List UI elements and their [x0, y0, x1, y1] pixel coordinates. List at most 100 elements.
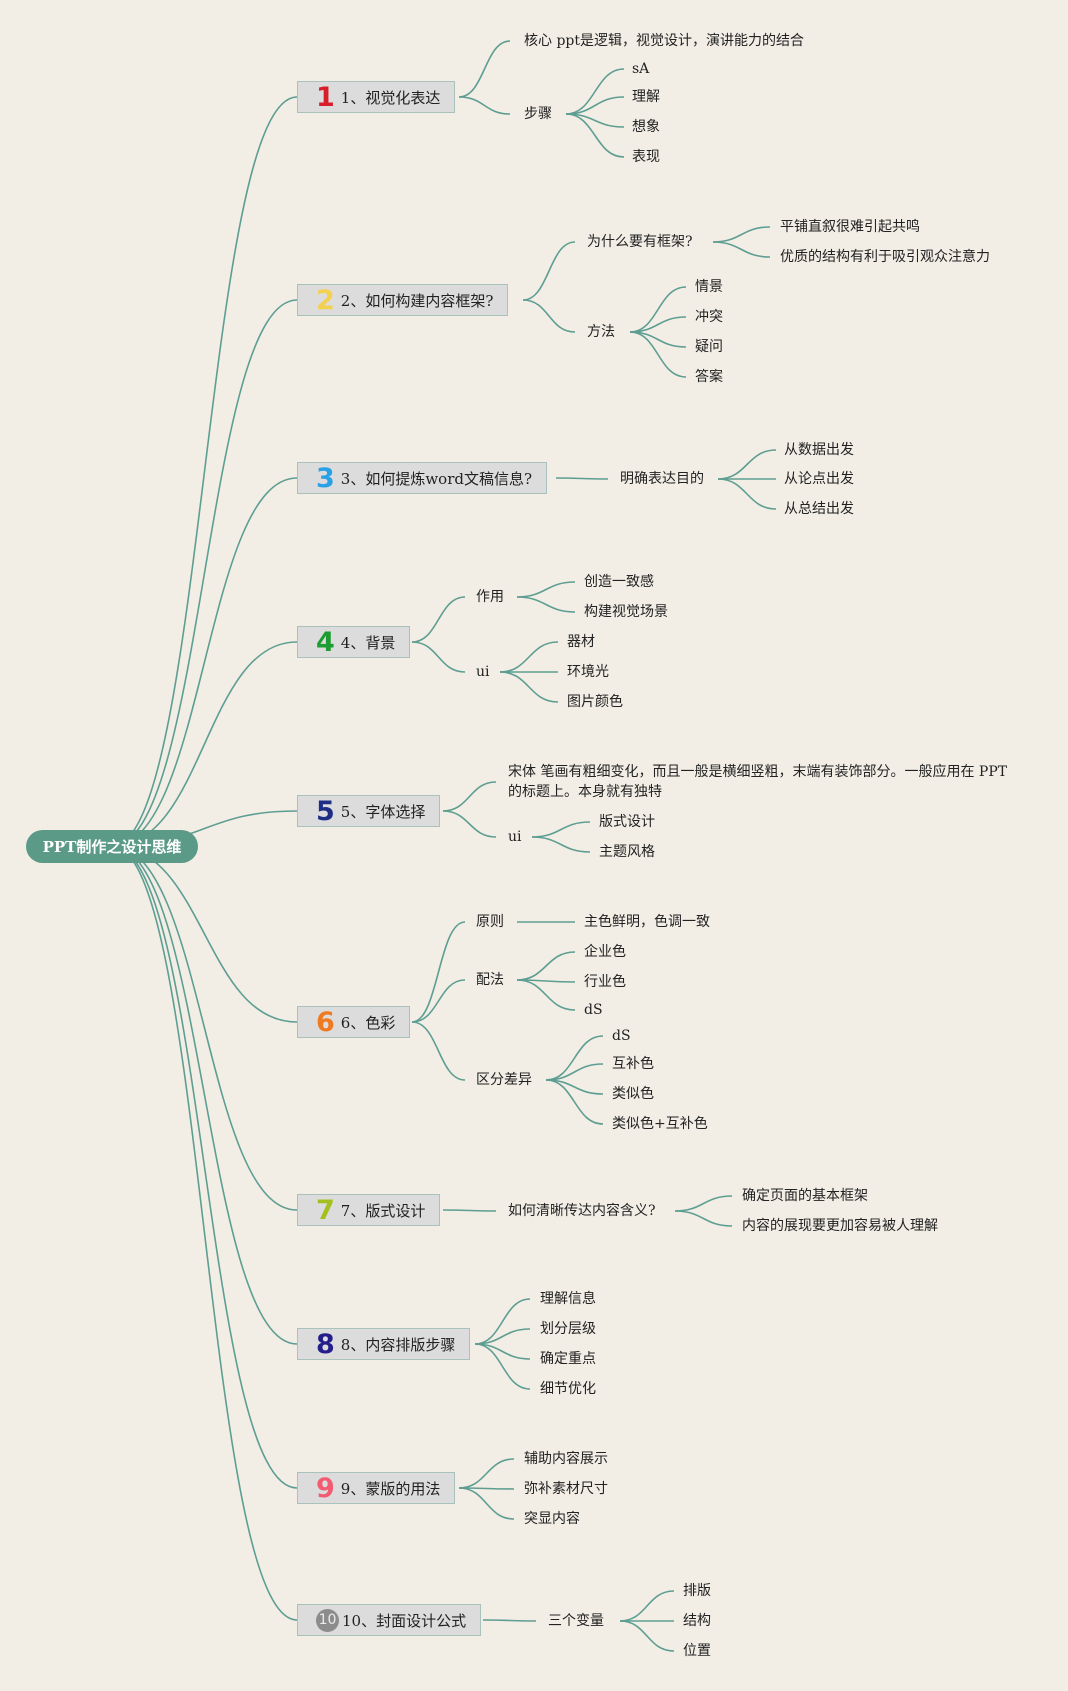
connector-line: [555, 477, 609, 480]
connector-line: [629, 331, 687, 378]
connector-line: [411, 921, 466, 1023]
node-t6-d1[interactable]: dS: [612, 1028, 631, 1044]
node-t9-3[interactable]: 突显内容: [524, 1511, 580, 1527]
node-t1-s3[interactable]: 想象: [632, 119, 660, 135]
connector-line: [411, 596, 466, 643]
node-t5-i1[interactable]: 版式设计: [599, 814, 655, 830]
node-t4-use[interactable]: 作用: [476, 589, 504, 605]
node-t2-w2[interactable]: 优质的结构有利于吸引观众注意力: [780, 249, 990, 265]
connector-line: [458, 1487, 515, 1520]
node-t8-3[interactable]: 确定重点: [540, 1351, 596, 1367]
topic-4[interactable]: 4 4、背景: [297, 626, 411, 658]
connector-line: [499, 671, 559, 703]
node-t6-d3[interactable]: 类似色: [612, 1086, 654, 1102]
node-t10-1[interactable]: 排版: [683, 1583, 711, 1599]
node-t3-goal[interactable]: 明确表达目的: [620, 471, 704, 487]
connector-line: [499, 641, 559, 673]
connector-line: [111, 96, 298, 847]
connector-line: [111, 845, 298, 1621]
connector-line: [411, 641, 466, 673]
node-t4-i3[interactable]: 图片颜色: [567, 694, 623, 710]
topic-label-8: 8、内容排版步骤: [340, 1335, 456, 1354]
node-t6-diff[interactable]: 区分差异: [476, 1072, 532, 1088]
connector-line: [111, 845, 298, 1345]
node-t8-1[interactable]: 理解信息: [540, 1291, 596, 1307]
topic-label-6: 6、色彩: [340, 1013, 396, 1032]
topic-7[interactable]: 7 7、版式设计: [297, 1194, 441, 1226]
connector-line: [565, 96, 625, 115]
number-icon-3: 3: [316, 462, 335, 494]
node-t9-1[interactable]: 辅助内容展示: [524, 1451, 608, 1467]
node-t6-d2[interactable]: 互补色: [612, 1056, 654, 1072]
number-icon-7: 7: [316, 1194, 335, 1226]
connector-line: [442, 810, 497, 838]
node-t6-rule[interactable]: 原则: [476, 914, 504, 930]
node-t5-i2[interactable]: 主题风格: [599, 844, 655, 860]
node-t3-g1[interactable]: 从数据出发: [784, 442, 854, 458]
connector-line: [458, 1458, 515, 1489]
connector-line: [674, 1210, 733, 1227]
node-t6-r1[interactable]: 主色鲜明，色调一致: [584, 914, 710, 930]
node-t1-core[interactable]: 核心 ppt是逻辑，视觉设计，演讲能力的结合: [524, 33, 804, 49]
node-t4-ui[interactable]: ui: [476, 664, 490, 680]
node-t4-i2[interactable]: 环境光: [567, 664, 609, 680]
connector-line: [442, 781, 497, 812]
node-t4-u2[interactable]: 构建视觉场景: [584, 604, 668, 620]
connector-line: [516, 979, 576, 1011]
node-t3-g3[interactable]: 从总结出发: [784, 501, 854, 517]
node-t6-x3[interactable]: dS: [584, 1002, 603, 1018]
node-t2-w1[interactable]: 平铺直叙很难引起共鸣: [780, 219, 920, 235]
node-t6-d4[interactable]: 类似色+互补色: [612, 1116, 708, 1132]
node-t5-song[interactable]: 宋体 笔画有粗细变化，而且一般是横细竖粗，末端有装饰部分。一般应用在 PPT的标…: [508, 764, 1008, 800]
topic-label-3: 3、如何提炼word文稿信息?: [340, 469, 533, 488]
node-t6-x2[interactable]: 行业色: [584, 974, 626, 990]
topic-1[interactable]: 1 1、视觉化表达: [297, 81, 456, 113]
node-t10-3[interactable]: 位置: [683, 1643, 711, 1659]
topic-6[interactable]: 6 6、色彩: [297, 1006, 411, 1038]
topic-label-4: 4、背景: [340, 633, 396, 652]
node-t6-mix[interactable]: 配法: [476, 972, 504, 988]
topic-10[interactable]: 10 10、封面设计公式: [297, 1604, 482, 1636]
connector-line: [516, 581, 576, 598]
topic-9[interactable]: 9 9、蒙版的用法: [297, 1472, 456, 1504]
node-t7-h1[interactable]: 确定页面的基本框架: [742, 1188, 868, 1204]
node-t2-m1[interactable]: 情景: [695, 279, 723, 295]
node-t8-2[interactable]: 划分层级: [540, 1321, 596, 1337]
node-t5-ui[interactable]: ui: [508, 829, 522, 845]
node-t1-s1[interactable]: sA: [632, 61, 650, 77]
node-t7-h2[interactable]: 内容的展现要更加容易被人理解: [742, 1218, 938, 1234]
connector-line: [712, 226, 771, 243]
node-t2-m4[interactable]: 答案: [695, 369, 723, 385]
node-t10-2[interactable]: 结构: [683, 1613, 711, 1629]
node-t2-method[interactable]: 方法: [587, 324, 615, 340]
node-t1-steps[interactable]: 步骤: [524, 106, 552, 122]
node-t10-var[interactable]: 三个变量: [548, 1613, 604, 1629]
node-t1-s2[interactable]: 理解: [632, 89, 660, 105]
node-t8-4[interactable]: 细节优化: [540, 1381, 596, 1397]
connector-line: [458, 40, 511, 98]
node-t9-2[interactable]: 弥补素材尺寸: [524, 1481, 608, 1497]
node-t7-how[interactable]: 如何清晰传达内容含义?: [508, 1203, 656, 1219]
root-node[interactable]: PPT制作之设计思维: [26, 830, 198, 863]
node-t3-g2[interactable]: 从论点出发: [784, 471, 854, 487]
node-t1-s4[interactable]: 表现: [632, 149, 660, 165]
node-t6-x1[interactable]: 企业色: [584, 944, 626, 960]
node-t2-why[interactable]: 为什么要有框架?: [587, 234, 693, 250]
connector-line: [411, 1021, 466, 1081]
node-t4-u1[interactable]: 创造一致感: [584, 574, 654, 590]
topic-3[interactable]: 3 3、如何提炼word文稿信息?: [297, 462, 548, 494]
topic-2[interactable]: 2 2、如何构建内容框架?: [297, 284, 509, 316]
connector-line: [474, 1343, 531, 1390]
number-icon-2: 2: [316, 284, 335, 316]
topic-5[interactable]: 5 5、字体选择: [297, 795, 441, 827]
node-t2-m3[interactable]: 疑问: [695, 339, 723, 355]
node-t2-m2[interactable]: 冲突: [695, 309, 723, 325]
connector-line: [545, 1035, 604, 1081]
connector-line: [442, 1209, 497, 1212]
node-t4-i1[interactable]: 器材: [567, 634, 595, 650]
connector-line: [411, 979, 466, 1023]
number-icon-4: 4: [316, 626, 335, 658]
connector-line: [111, 845, 298, 1489]
topic-8[interactable]: 8 8、内容排版步骤: [297, 1328, 471, 1360]
topic-label-2: 2、如何构建内容框架?: [340, 291, 494, 310]
